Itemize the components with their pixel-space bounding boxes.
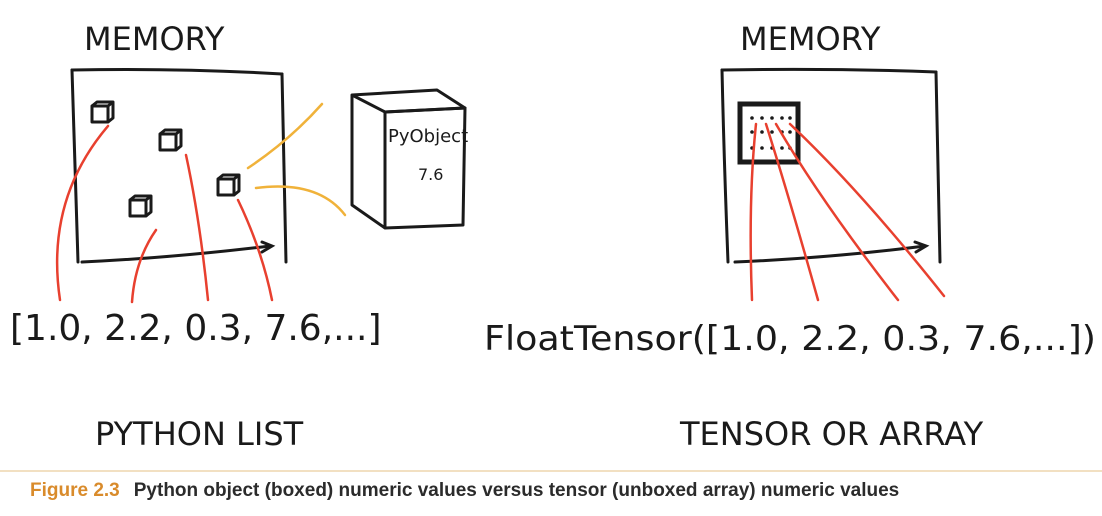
float-tensor-text: FloatTensor([1.0, 2.2, 0.3, 7.6,...]) xyxy=(484,319,1096,359)
left-memory-box xyxy=(70,68,288,264)
boxed-object-icon xyxy=(90,100,241,218)
figure-caption: Figure 2.3 Python object (boxed) numeric … xyxy=(30,480,1090,502)
python-list-text: [1.0, 2.2, 0.3, 7.6,...] xyxy=(10,308,382,349)
left-pointer-arrows xyxy=(55,124,274,304)
right-pointer-arrows xyxy=(749,122,946,302)
pyobject-cube-icon xyxy=(350,88,467,230)
right-memory-label: MEMORY xyxy=(740,20,881,58)
pyobject-value: 7.6 xyxy=(418,165,443,184)
right-section-label: TENSOR OR ARRAY xyxy=(679,415,984,453)
caption-rule xyxy=(0,470,1102,472)
right-memory-box xyxy=(720,67,942,264)
left-memory-label: MEMORY xyxy=(84,20,225,58)
figure-caption-text: Python object (boxed) numeric values ver… xyxy=(133,480,900,501)
diagram: MEMORY PyObject 7.6 [1.0, 2.2, 0.3, 7.6,… xyxy=(10,20,1096,453)
pyobject-label: PyObject xyxy=(388,126,468,147)
left-section-label: PYTHON LIST xyxy=(95,415,304,453)
callout-lines xyxy=(246,102,347,217)
figure-number: Figure 2.3 xyxy=(30,480,120,501)
